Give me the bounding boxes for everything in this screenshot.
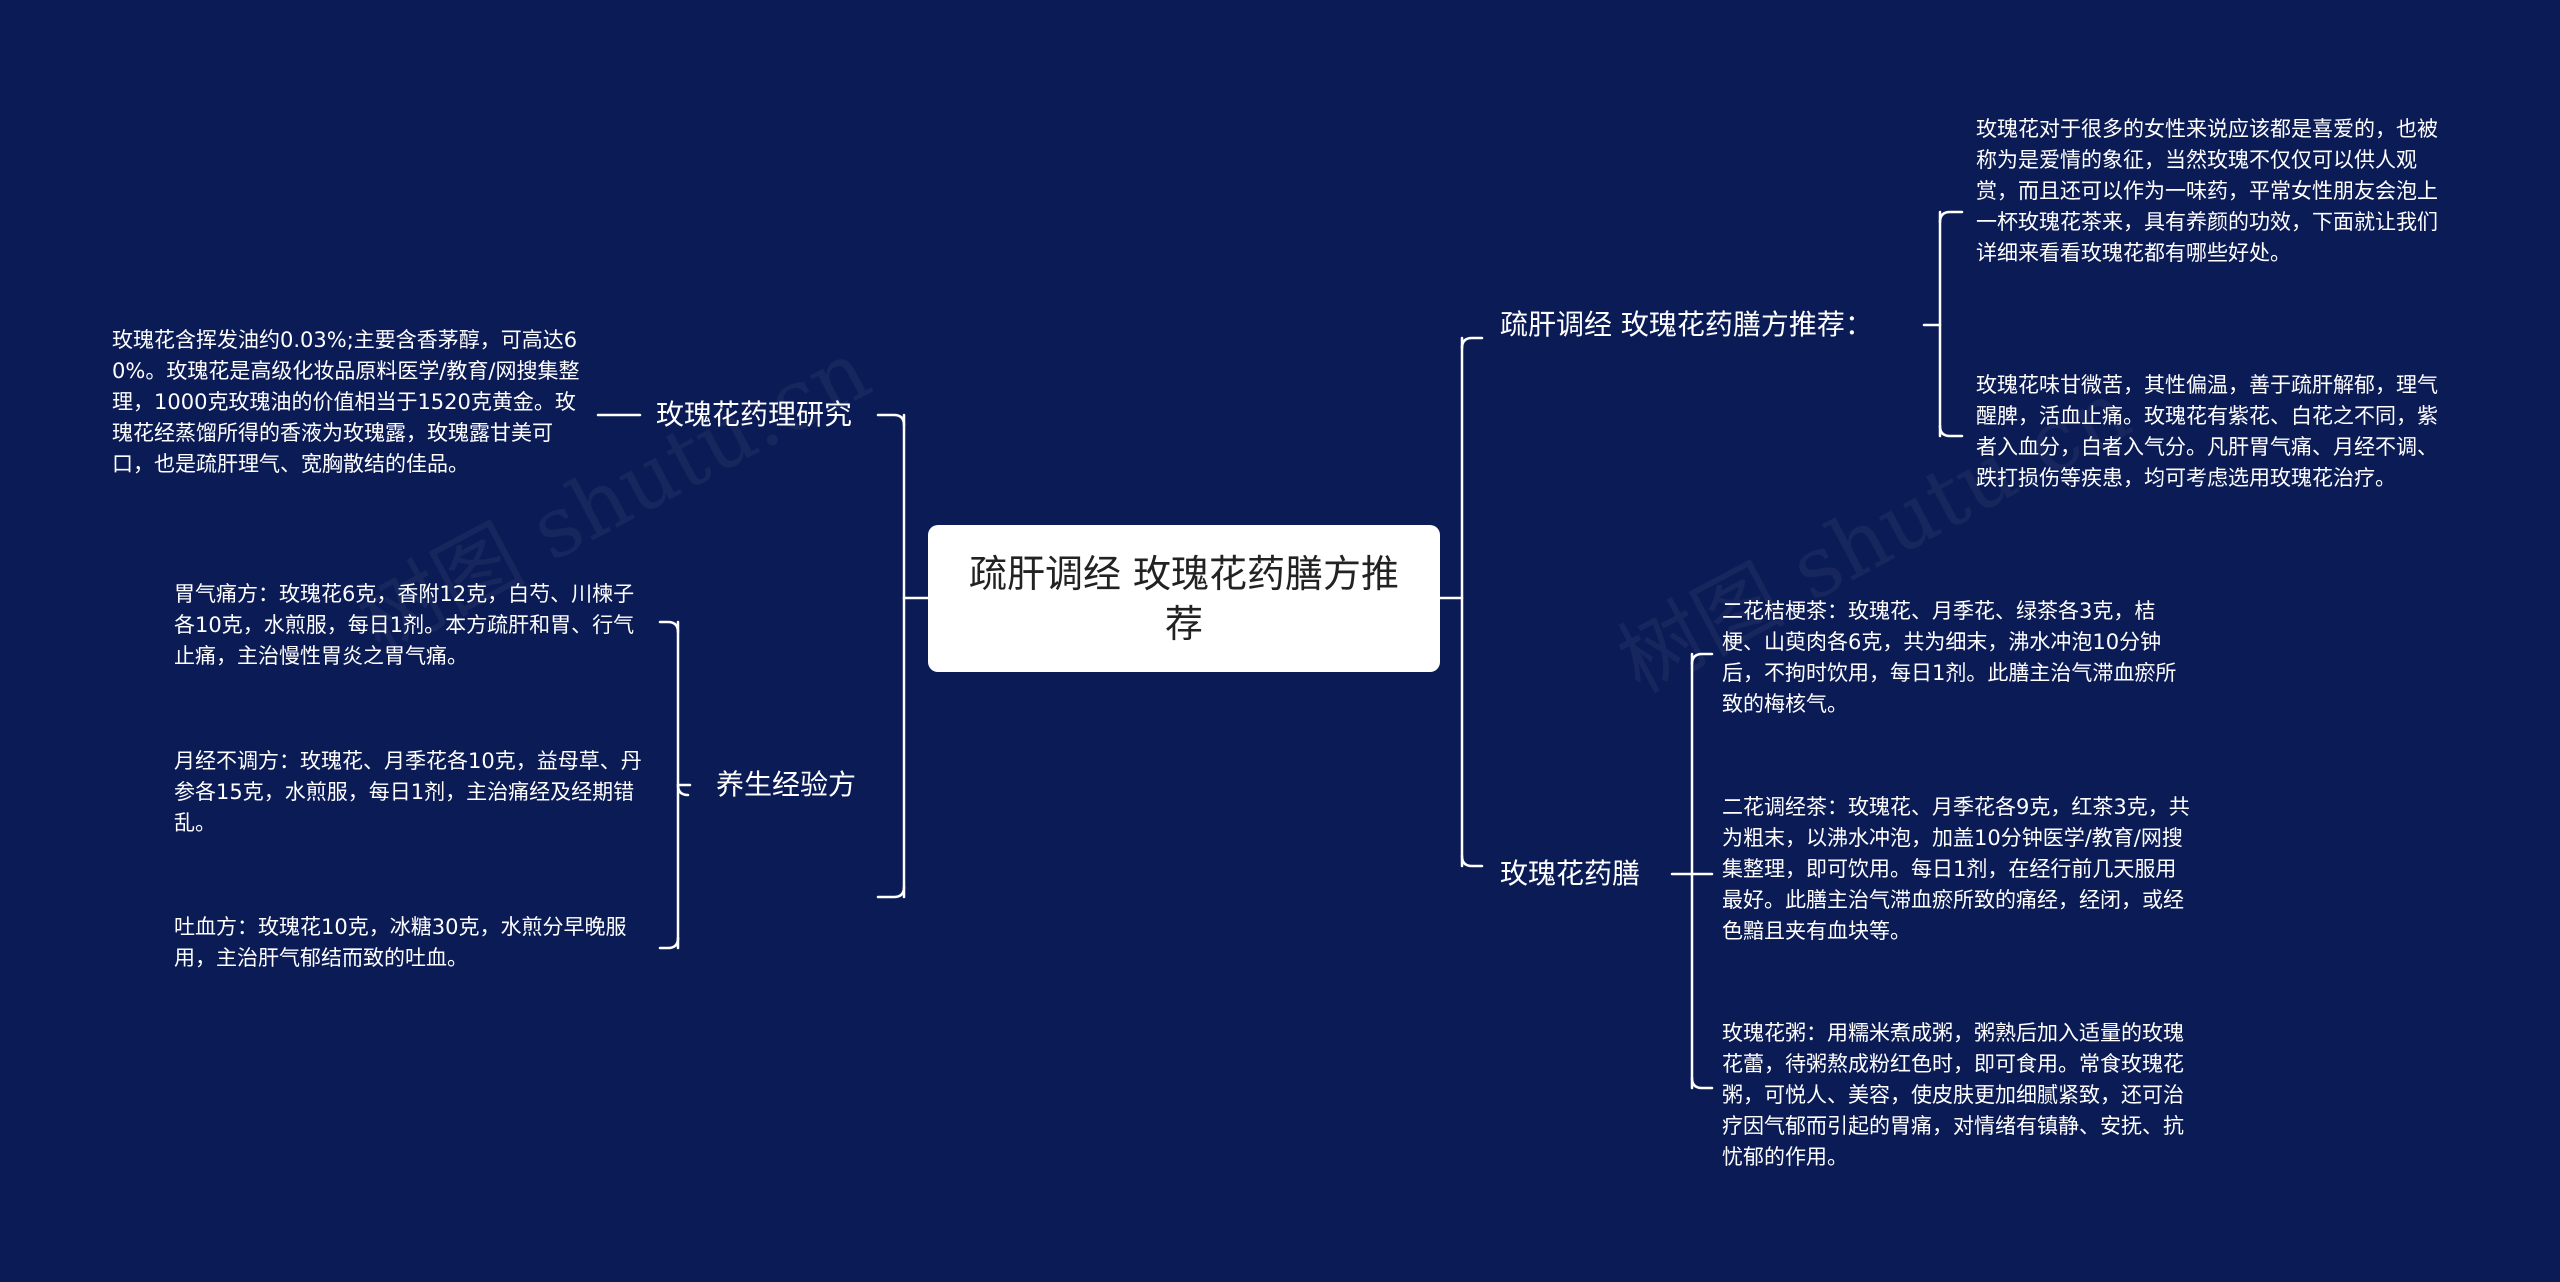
branch-experience[interactable]: 养生经验方 bbox=[716, 768, 857, 801]
root-node[interactable]: 疏肝调经 玫瑰花药膳方推荐 bbox=[928, 525, 1440, 672]
branch-diet[interactable]: 玫瑰花药膳 bbox=[1500, 857, 1641, 890]
leaf-diet-3: 玫瑰花粥：用糯米煮成粥，粥熟后加入适量的玫瑰花蕾，待粥熬成粉红色时，即可食用。常… bbox=[1722, 1021, 2184, 1169]
leaf-diet-1: 二花桔梗茶：玫瑰花、月季花、绿茶各3克，桔梗、山萸肉各6克，共为细末，沸水冲泡1… bbox=[1722, 599, 2177, 716]
leaf-pharmacology-1: 玫瑰花含挥发油约0.03%;主要含香茅醇，可高达60%。玫瑰花是高级化妆品原料医… bbox=[112, 328, 580, 476]
leaf-diet-2: 二花调经茶：玫瑰花、月季花各9克，红茶3克，共为粗末，以沸水冲泡，加盖10分钟医… bbox=[1722, 795, 2190, 943]
root-title: 疏肝调经 玫瑰花药膳方推荐 bbox=[968, 551, 1400, 646]
branch-recommend[interactable]: 疏肝调经 玫瑰花药膳方推荐： bbox=[1500, 308, 1873, 341]
leaf-recommend-1: 玫瑰花对于很多的女性来说应该都是喜爱的，也被称为是爱情的象征，当然玫瑰不仅仅可以… bbox=[1976, 117, 2438, 265]
leaf-experience-2: 月经不调方：玫瑰花、月季花各10克，益母草、丹参各15克，水煎服，每日1剂，主治… bbox=[174, 749, 642, 835]
leaf-experience-1: 胃气痛方：玫瑰花6克，香附12克，白芍、川楝子各10克，水煎服，每日1剂。本方疏… bbox=[174, 582, 635, 668]
leaf-experience-3: 吐血方：玫瑰花10克，冰糖30克，水煎分早晚服用，主治肝气郁结而致的吐血。 bbox=[174, 915, 627, 970]
leaf-recommend-2: 玫瑰花味甘微苦，其性偏温，善于疏肝解郁，理气醒脾，活血止痛。玫瑰花有紫花、白花之… bbox=[1976, 373, 2438, 490]
branch-pharmacology[interactable]: 玫瑰花药理研究 bbox=[656, 398, 853, 431]
